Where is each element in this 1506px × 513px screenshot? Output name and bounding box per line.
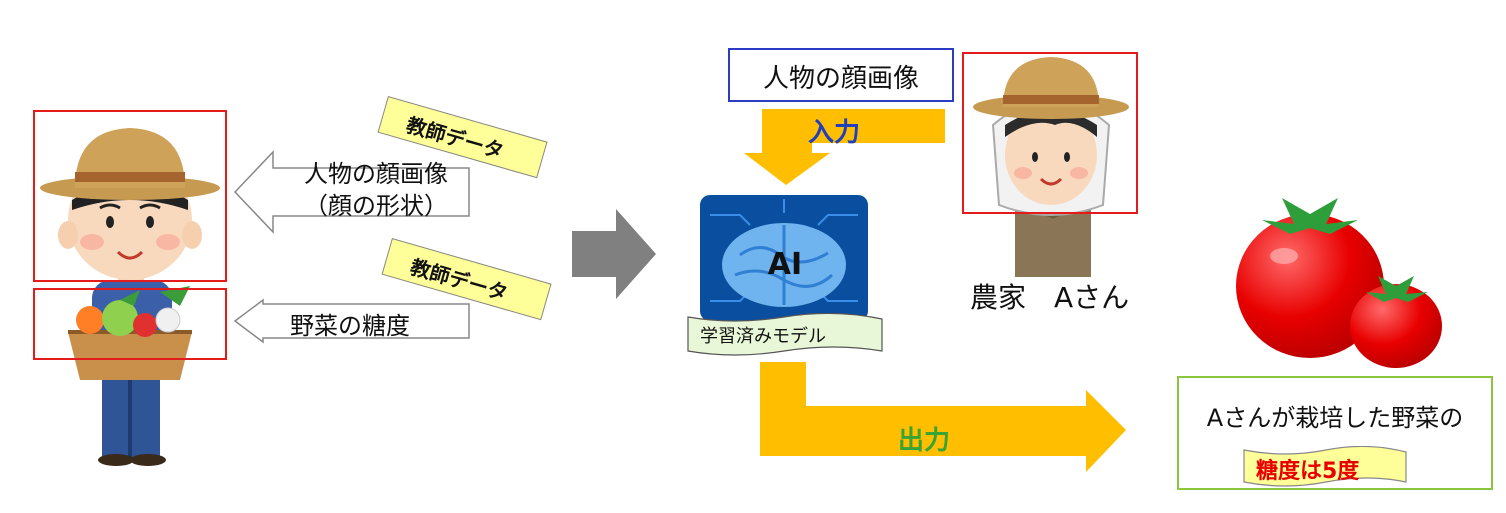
vegetable-region-box bbox=[33, 288, 227, 360]
output-arrow bbox=[760, 362, 1126, 472]
face-image-input-box bbox=[728, 48, 954, 102]
farmer-a-face-box bbox=[962, 52, 1138, 214]
farmer-a-illustration bbox=[973, 57, 1129, 277]
face-image-input-label: 人物の顔画像 bbox=[762, 64, 919, 94]
farmer-with-basket-illustration bbox=[40, 128, 220, 466]
result-line1: Aさんが栽培した野菜の bbox=[1206, 404, 1464, 432]
input-arrow-label: 入力 bbox=[808, 118, 861, 148]
trained-model-banner bbox=[687, 313, 883, 356]
face-input-label: 人物の顔画像 （顔の形状） bbox=[304, 160, 448, 220]
result-highlight-label: 糖度は5度 bbox=[1256, 459, 1360, 484]
farmer-a-name: 農家 Aさん bbox=[970, 281, 1130, 314]
training-arrow bbox=[572, 209, 656, 299]
ai-chip-illustration bbox=[700, 195, 868, 321]
face-input-arrow bbox=[233, 150, 470, 234]
output-arrow-label: 出力 bbox=[898, 426, 951, 456]
input-arrow bbox=[744, 109, 945, 185]
result-highlight-banner bbox=[1243, 446, 1407, 487]
sugar-input-arrow bbox=[233, 298, 470, 344]
tomato-illustration bbox=[1236, 198, 1442, 368]
face-region-box bbox=[33, 110, 227, 282]
ai-chip-label: AI bbox=[767, 247, 803, 282]
sugar-input-label: 野菜の糖度 bbox=[290, 312, 410, 340]
trained-model-label: 学習済みモデル bbox=[700, 326, 826, 347]
